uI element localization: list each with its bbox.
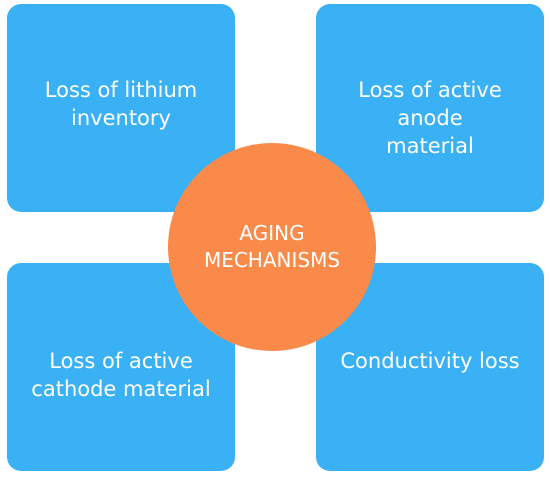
tile-label: Loss of active cathode material [31,349,211,401]
tile-label: Loss of lithium inventory [44,78,198,130]
center-circle-aging-mechanisms: AGING MECHANISMS [168,143,376,351]
tile-label: Loss of active anode material [358,78,502,158]
center-label: AGING MECHANISMS [203,221,341,272]
tile-loss-of-active-anode-material: Loss of active anode material [316,4,544,212]
tile-label: Conductivity loss [340,349,520,373]
tile-loss-of-lithium-inventory: Loss of lithium inventory [7,4,235,212]
